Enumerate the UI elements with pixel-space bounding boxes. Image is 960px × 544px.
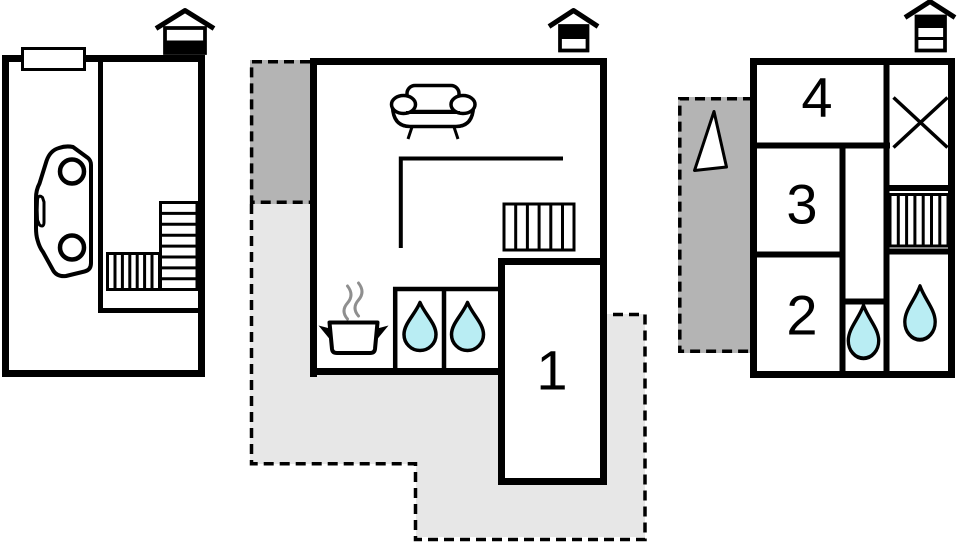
car-icon <box>34 144 93 279</box>
stairs-icon <box>106 201 199 291</box>
stairs-icon <box>888 193 950 248</box>
chimney-icon <box>903 0 957 53</box>
balcony-dashed-border <box>249 60 310 205</box>
interior-partition-wall <box>398 156 563 248</box>
garage-plan <box>2 8 216 377</box>
stairs-icon <box>502 202 576 252</box>
water-drop-icon <box>449 300 486 353</box>
main-outer-walls <box>310 58 607 485</box>
garage-door-icon <box>21 47 86 71</box>
room-2-label: 2 <box>786 283 818 347</box>
chimney-icon <box>547 8 600 53</box>
garage-outer-wall <box>2 55 205 377</box>
bathroom-walls <box>392 286 498 371</box>
upper-interior-walls <box>750 63 951 373</box>
steam-icon <box>342 284 353 321</box>
steam-icon <box>353 281 364 318</box>
upper-balcony-dashed-border <box>678 97 753 354</box>
entrance-arrow-icon <box>693 110 728 172</box>
main-floor-plan <box>249 8 647 542</box>
void-cross-icon <box>892 96 949 149</box>
room-3-label: 3 <box>786 172 818 236</box>
water-drop-icon <box>846 303 881 361</box>
room-4-label: 4 <box>801 65 833 129</box>
water-drop-icon <box>903 284 937 342</box>
sofa-icon <box>389 83 477 140</box>
terrace <box>250 204 645 537</box>
chimney-icon <box>154 8 216 55</box>
upper-outer-walls <box>750 58 955 378</box>
garage-inner-walls <box>98 60 201 313</box>
room-1-label: 1 <box>536 338 568 402</box>
water-drop-icon <box>402 300 438 353</box>
upper-floor-plan <box>678 0 957 378</box>
covered-balcony <box>250 60 313 204</box>
stove-pot-icon <box>318 281 389 355</box>
terrace-dashed-border <box>249 204 647 542</box>
